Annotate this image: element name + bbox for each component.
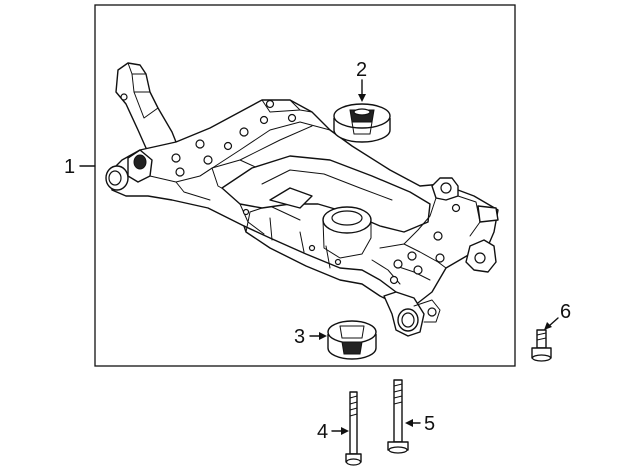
lower-mount-bushing xyxy=(327,320,377,360)
callout-3: 3 xyxy=(294,326,305,348)
callout-5: 5 xyxy=(424,413,435,435)
callout-2: 2 xyxy=(356,59,367,81)
leader-lines xyxy=(79,79,559,435)
assembly-frame xyxy=(94,4,516,367)
subframe-crossmember xyxy=(105,62,499,337)
long-bolt-4 xyxy=(345,391,362,466)
short-bolt-6 xyxy=(531,329,552,362)
callout-4: 4 xyxy=(317,421,328,443)
callout-1: 1 xyxy=(64,156,75,178)
upper-mount-bushing xyxy=(333,103,391,143)
long-bolt-5 xyxy=(387,379,409,454)
callout-6: 6 xyxy=(560,301,571,323)
